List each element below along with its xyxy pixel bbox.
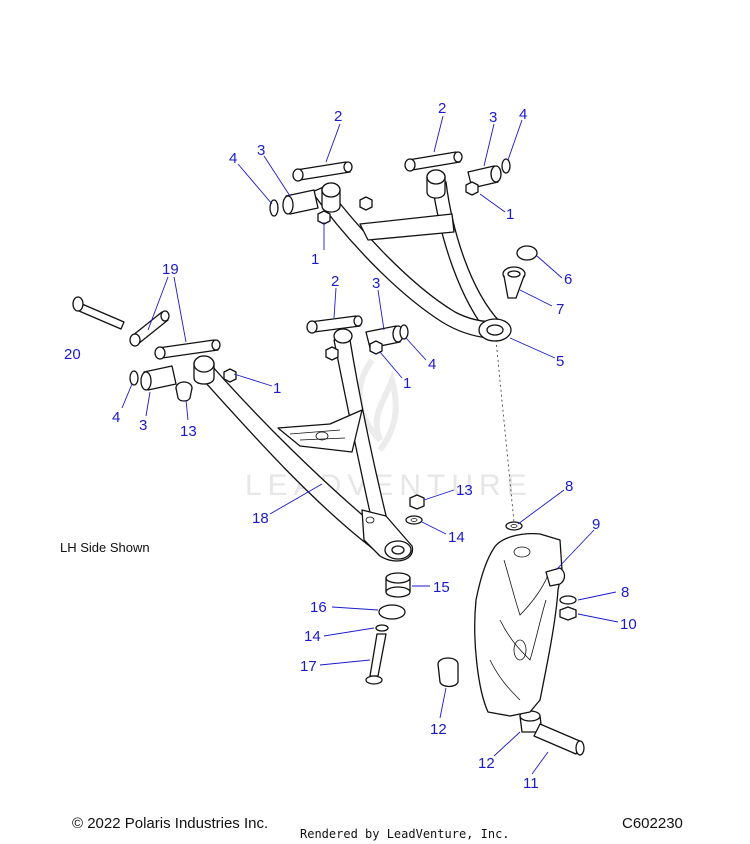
callout-2: 2 bbox=[331, 273, 339, 290]
side-note: LH Side Shown bbox=[60, 540, 150, 555]
lower-a-arm bbox=[193, 328, 414, 562]
callout-3: 3 bbox=[489, 109, 497, 126]
callout-2: 2 bbox=[334, 108, 342, 125]
callout-15: 15 bbox=[433, 579, 450, 596]
diagram-code: C602230 bbox=[622, 815, 683, 832]
copyright: © 2022 Polaris Industries Inc. bbox=[72, 815, 269, 832]
knuckle-hardware bbox=[365, 494, 585, 756]
upper-arm-hardware bbox=[269, 151, 538, 299]
callout-13: 13 bbox=[180, 423, 197, 440]
steering-knuckle bbox=[474, 532, 566, 717]
callout-19: 19 bbox=[162, 261, 179, 278]
callout-1: 1 bbox=[311, 251, 319, 268]
callout-4: 4 bbox=[112, 409, 120, 426]
callout-12: 12 bbox=[430, 721, 447, 738]
callout-5: 5 bbox=[556, 353, 564, 370]
callout-4: 4 bbox=[428, 356, 436, 373]
upper-a-arm bbox=[311, 169, 512, 342]
callout-6: 6 bbox=[564, 271, 572, 288]
callout-9: 9 bbox=[592, 516, 600, 533]
callout-11: 11 bbox=[523, 775, 539, 792]
callout-14: 14 bbox=[448, 529, 465, 546]
callout-1: 1 bbox=[403, 375, 411, 392]
callout-3: 3 bbox=[372, 275, 380, 292]
leader-lines bbox=[121, 115, 619, 775]
callouts: 2 3 4 1 2 3 4 1 6 7 5 19 20 2 3 4 1 1 4 … bbox=[64, 100, 637, 792]
callout-10: 10 bbox=[620, 616, 637, 633]
callout-8: 8 bbox=[621, 584, 629, 601]
callout-12: 12 bbox=[478, 755, 495, 772]
lower-arm-hardware bbox=[72, 296, 409, 402]
callout-4: 4 bbox=[229, 150, 237, 167]
callout-20: 20 bbox=[64, 346, 81, 363]
callout-1: 1 bbox=[506, 206, 514, 223]
callout-4: 4 bbox=[519, 106, 527, 123]
callout-14: 14 bbox=[304, 628, 321, 645]
callout-8: 8 bbox=[565, 478, 573, 495]
callout-13: 13 bbox=[456, 482, 473, 499]
rendered-by: Rendered by LeadVenture, Inc. bbox=[300, 827, 510, 841]
callout-7: 7 bbox=[556, 301, 564, 318]
watermark-text: LEADVENTURE bbox=[245, 469, 533, 502]
callout-3: 3 bbox=[139, 417, 147, 434]
callout-1: 1 bbox=[273, 380, 281, 397]
axis-line bbox=[495, 339, 515, 523]
callout-18: 18 bbox=[252, 510, 269, 527]
callout-2: 2 bbox=[438, 100, 446, 117]
callout-17: 17 bbox=[300, 658, 317, 675]
callout-3: 3 bbox=[257, 142, 265, 159]
callout-16: 16 bbox=[310, 599, 327, 616]
